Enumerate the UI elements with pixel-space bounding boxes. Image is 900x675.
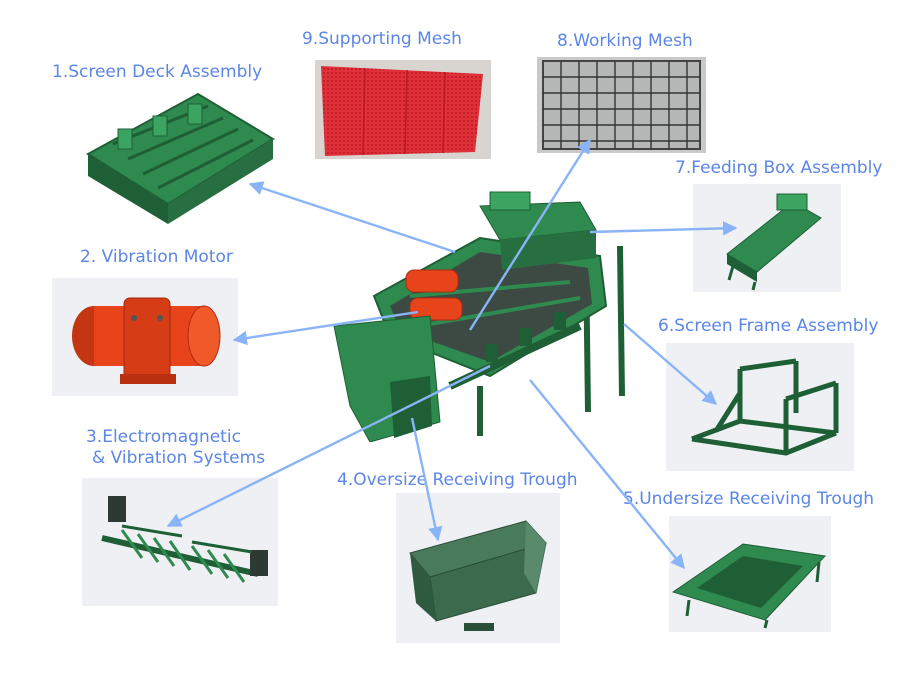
screen-deck-assembly-image bbox=[78, 84, 278, 234]
screen-frame-assembly-panel bbox=[666, 343, 854, 471]
vibration-motor-panel bbox=[52, 278, 238, 396]
feeding-box-assembly-panel bbox=[693, 184, 841, 292]
label-electromagnetic: 3.Electromagnetic bbox=[86, 427, 241, 447]
arrow-screen-frame bbox=[623, 323, 718, 405]
label-working-mesh: 8.Working Mesh bbox=[557, 31, 693, 51]
oversize-receiving-trough-panel bbox=[396, 493, 560, 643]
arrow-screen-deck bbox=[248, 181, 456, 254]
label-feeding-box-assembly: 7.Feeding Box Assembly bbox=[675, 158, 883, 178]
arrow-vibration-motor bbox=[232, 310, 419, 346]
label-vibration-motor: 2. Vibration Motor bbox=[80, 247, 233, 267]
vibrating-screen-machine-image bbox=[330, 186, 640, 442]
label-screen-frame-assembly: 6.Screen Frame Assembly bbox=[658, 316, 879, 336]
arrow-undersize-trough bbox=[529, 379, 685, 570]
label-vibration-systems: & Vibration Systems bbox=[92, 448, 266, 468]
arrow-oversize-trough bbox=[410, 417, 443, 542]
electromagnetic-vibration-systems-panel bbox=[82, 478, 278, 606]
arrow-feeding-box bbox=[589, 221, 738, 236]
supporting-mesh-image bbox=[315, 60, 491, 159]
label-screen-deck-assembly: 1.Screen Deck Assembly bbox=[52, 62, 263, 82]
working-mesh-image bbox=[537, 57, 706, 153]
label-oversize-receiving-trough: 4.Oversize Receiving Trough bbox=[337, 470, 578, 490]
label-supporting-mesh: 9.Supporting Mesh bbox=[302, 29, 462, 49]
arrow-electromagnetic bbox=[166, 364, 491, 528]
label-undersize-receiving-trough: 5.Undersize Receiving Trough bbox=[623, 489, 875, 509]
arrow-working-mesh bbox=[468, 138, 592, 331]
undersize-receiving-trough-panel bbox=[669, 516, 831, 632]
